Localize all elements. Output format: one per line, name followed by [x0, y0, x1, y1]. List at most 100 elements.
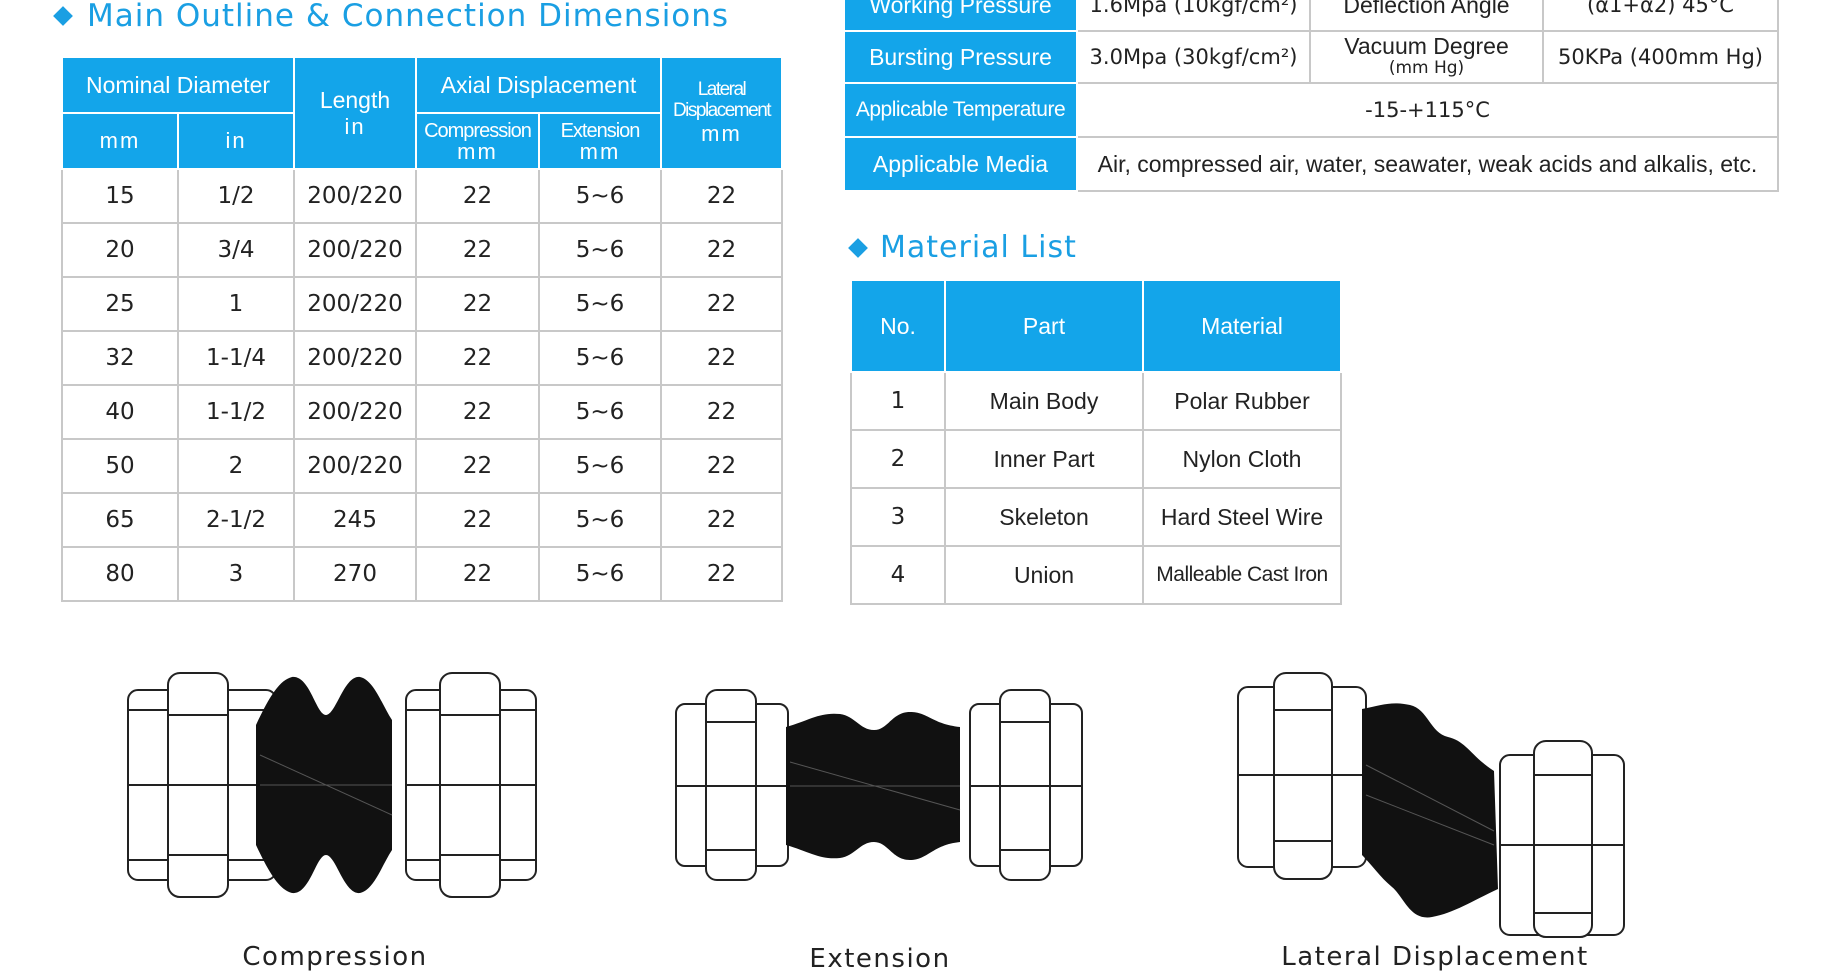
cell-material: Hard Steel Wire: [1142, 487, 1342, 547]
header-compression: Compression mm: [415, 112, 540, 170]
header-compression-label: Compression: [424, 119, 532, 142]
cell-compression: 22: [415, 222, 540, 278]
cell-mm: 25: [61, 276, 179, 332]
cell-lateral: 22: [660, 330, 783, 386]
cell-length: 200/220: [293, 222, 417, 278]
cell-length: 245: [293, 492, 417, 548]
cell-mm: 20: [61, 222, 179, 278]
cell-in: 1-1/4: [177, 330, 295, 386]
cell-extension: 5~6: [538, 168, 662, 224]
cell-length: 200/220: [293, 438, 417, 494]
cell-in: 1/2: [177, 168, 295, 224]
extension-caption: Extension: [809, 944, 951, 974]
cell-mm: 15: [61, 168, 179, 224]
cell-part: Inner Part: [944, 429, 1144, 489]
temperature-value: -15-+115°C: [1076, 82, 1779, 138]
vacuum-degree-label: Vacuum Degree: [1344, 33, 1509, 59]
cell-lateral: 22: [660, 438, 783, 494]
cell-no: 1: [850, 371, 946, 431]
header-no: No.: [850, 279, 946, 373]
outline-title-text: Main Outline & Connection Dimensions: [87, 0, 730, 34]
cell-extension: 5~6: [538, 492, 662, 548]
cell-extension: 5~6: [538, 330, 662, 386]
bursting-pressure-value: 3.0Mpa (30kgf/cm²): [1076, 30, 1311, 84]
materials-section-title: Material List: [848, 230, 1077, 265]
cell-lateral: 22: [660, 546, 783, 602]
cell-part: Skeleton: [944, 487, 1144, 547]
cell-part: Union: [944, 545, 1144, 605]
cell-no: 3: [850, 487, 946, 547]
cell-part: Main Body: [944, 371, 1144, 431]
header-extension-unit: mm: [579, 138, 621, 164]
working-pressure-value: 1.6Mpa (10kgf/cm²): [1076, 0, 1311, 32]
cell-compression: 22: [415, 438, 540, 494]
diamond-bullet-icon: [53, 6, 73, 26]
cell-compression: 22: [415, 276, 540, 332]
cell-length: 270: [293, 546, 417, 602]
vacuum-degree-unit: (mm Hg): [1388, 58, 1465, 78]
cell-extension: 5~6: [538, 384, 662, 440]
header-extension: Extension mm: [538, 112, 662, 170]
lateral-displacement-figure: [1237, 672, 1625, 938]
outline-dimensions-table: Nominal Diameter Length in Axial Displac…: [61, 56, 783, 602]
header-lateral-displacement: Lateral Displacement mm: [660, 56, 783, 170]
cell-mm: 40: [61, 384, 179, 440]
spec-row-temperature: Applicable Temperature -15-+115°C: [843, 82, 1779, 138]
cell-mm: 50: [61, 438, 179, 494]
cell-in: 2: [177, 438, 295, 494]
cell-in: 3/4: [177, 222, 295, 278]
header-axial-displacement: Axial Displacement: [415, 56, 662, 114]
cell-in: 1-1/2: [177, 384, 295, 440]
lateral-caption: Lateral Displacement: [1281, 942, 1589, 972]
working-pressure-label: Working Pressure: [843, 0, 1078, 32]
cell-in: 1: [177, 276, 295, 332]
spec-row-bursting-pressure: Bursting Pressure 3.0Mpa (30kgf/cm²) Vac…: [843, 30, 1779, 84]
cell-compression: 22: [415, 330, 540, 386]
cell-compression: 22: [415, 168, 540, 224]
cell-material: Malleable Cast Iron: [1142, 545, 1342, 605]
cell-mm: 80: [61, 546, 179, 602]
vacuum-degree-cell: Vacuum Degree (mm Hg): [1309, 30, 1544, 84]
header-compression-unit: mm: [457, 138, 498, 164]
vacuum-degree-value: 50KPa (400mm Hg): [1542, 30, 1779, 84]
deflection-angle-value: (α1+α2) 45°C: [1542, 0, 1779, 32]
diamond-bullet-icon: [848, 237, 868, 258]
header-lateral-line1: Lateral: [697, 79, 747, 100]
cell-length: 200/220: [293, 384, 417, 440]
cell-length: 200/220: [293, 276, 417, 332]
compression-caption: Compression: [242, 942, 428, 972]
spec-row-working-pressure: Working Pressure 1.6Mpa (10kgf/cm²) Defl…: [843, 0, 1779, 32]
header-length-unit: in: [344, 113, 366, 139]
compression-figure: [127, 672, 537, 898]
extension-figure: [675, 689, 1083, 881]
cell-length: 200/220: [293, 168, 417, 224]
media-value: Air, compressed air, water, seawater, we…: [1076, 136, 1779, 192]
cell-lateral: 22: [660, 492, 783, 548]
cell-lateral: 22: [660, 276, 783, 332]
cell-in: 3: [177, 546, 295, 602]
cell-lateral: 22: [660, 168, 783, 224]
outline-section-title: Main Outline & Connection Dimensions: [53, 0, 730, 34]
bursting-pressure-label: Bursting Pressure: [843, 30, 1078, 84]
header-extension-label: Extension: [560, 119, 641, 142]
cell-compression: 22: [415, 384, 540, 440]
cell-no: 2: [850, 429, 946, 489]
cell-length: 200/220: [293, 330, 417, 386]
cell-extension: 5~6: [538, 546, 662, 602]
header-nominal-diameter: Nominal Diameter: [61, 56, 295, 114]
cell-mm: 32: [61, 330, 179, 386]
media-label: Applicable Media: [843, 136, 1078, 192]
